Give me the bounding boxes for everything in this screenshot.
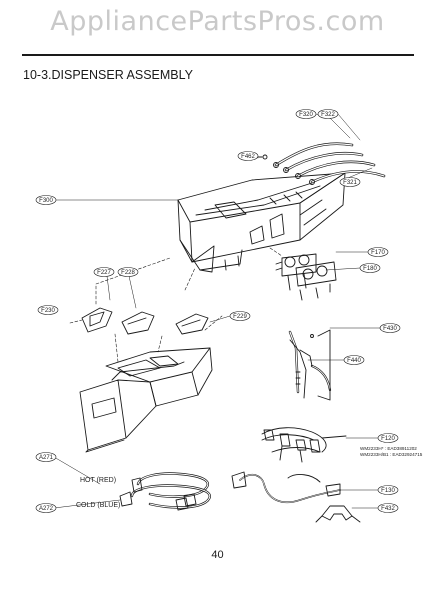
callout-bubble <box>379 323 401 333</box>
callout-bubble <box>229 311 251 321</box>
callout-f432: F432 <box>377 503 399 513</box>
callout-leaders <box>53 113 383 509</box>
section-title: 10-3.DISPENSER ASSEMBLY <box>23 68 193 82</box>
callout-id: F322 <box>321 112 335 118</box>
callout-id: F430 <box>383 326 397 332</box>
cold-hose-label: COLD (BLUE) <box>76 502 120 509</box>
callout-bubble <box>237 151 259 161</box>
callout-f228: F228 <box>117 267 139 277</box>
inlet-hoses <box>119 472 212 511</box>
callout-id: F228 <box>121 270 135 276</box>
callout-bubble <box>367 247 389 257</box>
callout-id: F440 <box>347 358 361 364</box>
dispenser-housing <box>177 172 346 273</box>
wire-harness <box>261 427 347 463</box>
callout-f321: F321 <box>339 177 361 187</box>
model-note-1: WM2233H* : EAD38911202 <box>360 446 417 451</box>
inlet-tubing <box>288 329 332 401</box>
callout-bubble <box>295 109 317 119</box>
callout-f462: F462 <box>237 151 259 161</box>
dispenser-caps <box>81 307 209 335</box>
callout-bubble <box>377 485 399 495</box>
callout-bubble <box>35 195 57 205</box>
callout-f430: F430 <box>379 323 401 333</box>
ground-harness <box>231 471 341 504</box>
callout-id: F230 <box>41 308 55 314</box>
callout-f229: F229 <box>229 311 251 321</box>
callout-a271: A271 <box>35 452 57 462</box>
callout-f120: F120 <box>377 433 399 443</box>
callout-id: F227 <box>97 270 111 276</box>
dispenser-hoses <box>257 142 386 185</box>
callout-f300: F300 <box>35 195 57 205</box>
callout-id: F180 <box>363 266 377 272</box>
callout-id: F300 <box>39 198 53 204</box>
callout-bubble <box>117 267 139 277</box>
detergent-drawer <box>79 347 213 453</box>
callout-id: F120 <box>381 436 395 442</box>
callout-id: F170 <box>371 250 385 256</box>
hot-hose-label: HOT (RED) <box>80 477 116 484</box>
callout-a272: A272 <box>35 503 57 513</box>
model-note-2: WM2233H/B1 : EAD32924715 <box>360 452 423 457</box>
callout-id: A271 <box>39 455 54 461</box>
callout-f170: F170 <box>367 247 389 257</box>
callout-bubble <box>377 433 399 443</box>
callout-id: F432 <box>381 506 395 512</box>
assembly-guides <box>69 247 283 363</box>
callout-id: F321 <box>343 180 357 186</box>
callout-id: F229 <box>233 314 247 320</box>
callout-bubble <box>339 177 361 187</box>
callout-id: F462 <box>241 154 255 160</box>
callout-bubble <box>93 267 115 277</box>
page-number: 40 <box>211 549 224 561</box>
hose-bracket <box>315 505 361 523</box>
callout-bubble <box>343 355 365 365</box>
callout-f230: F230 <box>37 305 59 315</box>
callout-f180: F180 <box>359 263 381 273</box>
callout-f227: F227 <box>93 267 115 277</box>
callout-bubble <box>35 452 57 462</box>
callout-f322: F322 <box>317 109 339 119</box>
callout-bubble <box>377 503 399 513</box>
header-rule <box>22 54 414 56</box>
callout-id: F130 <box>381 488 395 494</box>
callout-f320: F320 <box>295 109 317 119</box>
water-valves <box>275 253 337 301</box>
callout-bubble <box>35 503 57 513</box>
callout-f130: F130 <box>377 485 399 495</box>
callout-bubble <box>37 305 59 315</box>
callout-bubble <box>359 263 381 273</box>
watermark: AppliancePartsPros.com <box>50 6 385 37</box>
callout-id: A272 <box>39 506 54 512</box>
callout-id: F320 <box>299 112 313 118</box>
callout-bubble <box>317 109 339 119</box>
callout-f440: F440 <box>343 355 365 365</box>
